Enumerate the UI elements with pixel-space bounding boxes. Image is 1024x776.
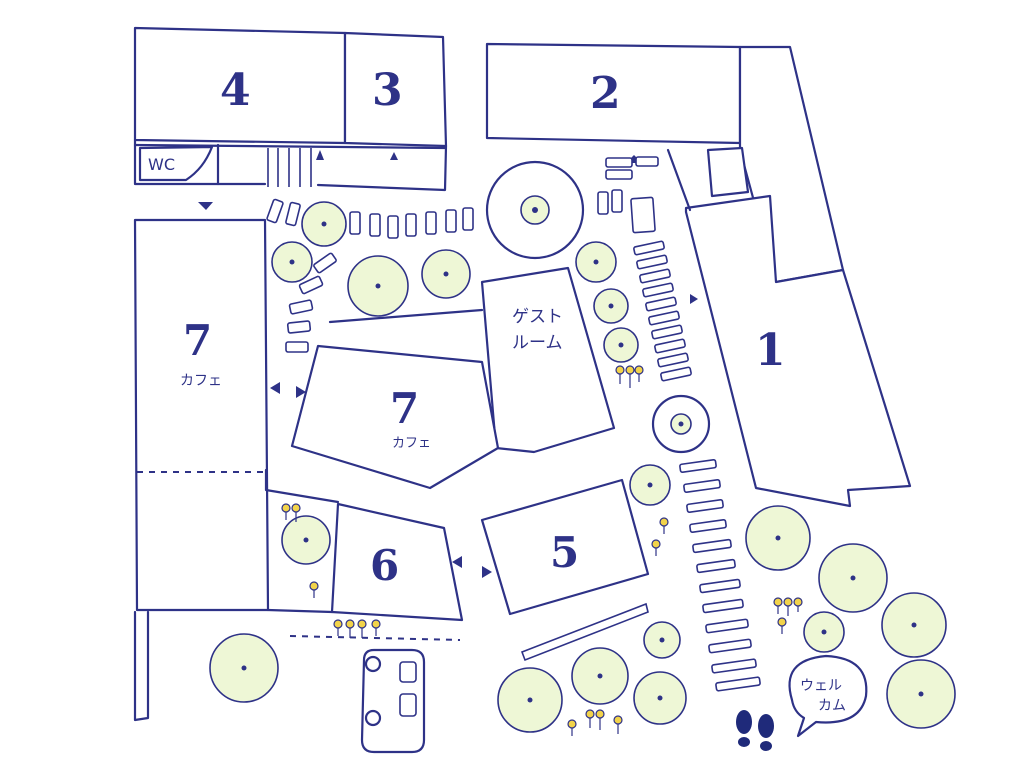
building-2[interactable]: 2	[485, 42, 742, 145]
welcome-label-2: カム	[818, 698, 846, 714]
stairs	[267, 148, 312, 187]
building-4[interactable]: 4	[133, 26, 347, 145]
flower	[777, 617, 787, 634]
building-5-number: 5	[550, 528, 579, 577]
flower	[615, 365, 625, 384]
building-4-number: 4	[220, 65, 251, 116]
garden-edge	[266, 608, 334, 614]
parking-west-arc	[285, 252, 337, 353]
flower	[345, 619, 355, 638]
building-7-west-number: 7	[183, 316, 212, 365]
flower	[613, 715, 623, 734]
entrance-arrow-3b	[390, 152, 398, 160]
tree	[633, 671, 687, 725]
tree	[421, 249, 471, 299]
building-2-number: 2	[590, 68, 621, 119]
tree	[571, 647, 629, 705]
entrance-arrow-7-center	[296, 386, 306, 398]
tree	[347, 255, 409, 317]
tree	[603, 327, 639, 363]
flowers	[281, 365, 803, 736]
flower	[634, 365, 644, 382]
flower	[371, 619, 381, 636]
footprints-icon	[736, 710, 774, 751]
wc-room[interactable]: WC	[138, 145, 214, 182]
building-3[interactable]: 3	[343, 31, 448, 148]
trees	[209, 201, 956, 733]
cafe-west-label: カフェ	[180, 373, 222, 389]
flower	[333, 619, 343, 636]
tree	[593, 288, 629, 324]
parking-north-arc	[266, 156, 659, 239]
guest-room-label-1: ゲスト	[512, 307, 563, 327]
flower	[357, 619, 367, 638]
long-bench	[520, 602, 649, 662]
roundabout-south	[651, 394, 711, 454]
entrance-arrow-wc	[198, 202, 213, 210]
flower	[595, 709, 605, 730]
flower	[585, 709, 595, 728]
entrance-arrow-1	[690, 294, 698, 304]
wc-strip	[133, 138, 448, 192]
tree	[643, 621, 681, 659]
tree	[803, 611, 845, 653]
building-7-center-number: 7	[390, 384, 419, 433]
car-icon	[360, 648, 426, 754]
entrance-arrow-3	[316, 150, 324, 160]
flower	[659, 517, 669, 534]
wc-label: WC	[148, 155, 175, 174]
guest-room-label-2: ルーム	[512, 333, 563, 353]
entrance-arrow-7-west	[270, 382, 280, 394]
tree	[745, 505, 811, 571]
west-edge	[133, 610, 150, 722]
parking-south-column	[679, 458, 761, 692]
building-6[interactable]: 6	[330, 502, 464, 622]
tree	[575, 241, 617, 283]
dashed-road-south	[289, 635, 461, 641]
roundabout-north	[485, 160, 585, 260]
flower	[773, 597, 783, 614]
flower	[291, 503, 301, 522]
flower	[651, 539, 661, 556]
building-5[interactable]: 5	[480, 478, 650, 616]
building-1[interactable]: 1	[684, 194, 912, 508]
building-1-number: 1	[755, 325, 786, 376]
parking-east-column	[633, 240, 692, 382]
entrance-arrow-6	[452, 556, 462, 568]
tree	[629, 464, 671, 506]
welcome-label-1: ウェル	[800, 678, 842, 694]
tree	[209, 633, 279, 703]
tree	[818, 543, 888, 613]
building-7-west[interactable]: 7 カフェ	[133, 218, 270, 612]
flower	[281, 503, 291, 520]
tree	[497, 667, 563, 733]
flower	[625, 365, 635, 388]
tree	[301, 201, 347, 247]
building-3-number: 3	[372, 65, 403, 116]
tree	[886, 659, 956, 729]
tree	[881, 592, 947, 658]
tree	[271, 241, 313, 283]
guest-room[interactable]: ゲスト ルーム	[480, 266, 616, 454]
road-edge-east	[666, 148, 692, 212]
cafe-center-label: カフェ	[392, 436, 431, 451]
flower	[309, 581, 319, 598]
building-6-number: 6	[370, 541, 399, 590]
flower	[783, 597, 793, 616]
tree	[281, 515, 331, 565]
flower	[793, 597, 803, 612]
entrance-arrow-5	[482, 566, 492, 578]
building-7-center[interactable]: 7 カフェ	[290, 308, 500, 490]
welcome-sign: ウェル カム	[788, 654, 868, 738]
lane-south	[264, 468, 340, 504]
flower	[567, 719, 577, 736]
